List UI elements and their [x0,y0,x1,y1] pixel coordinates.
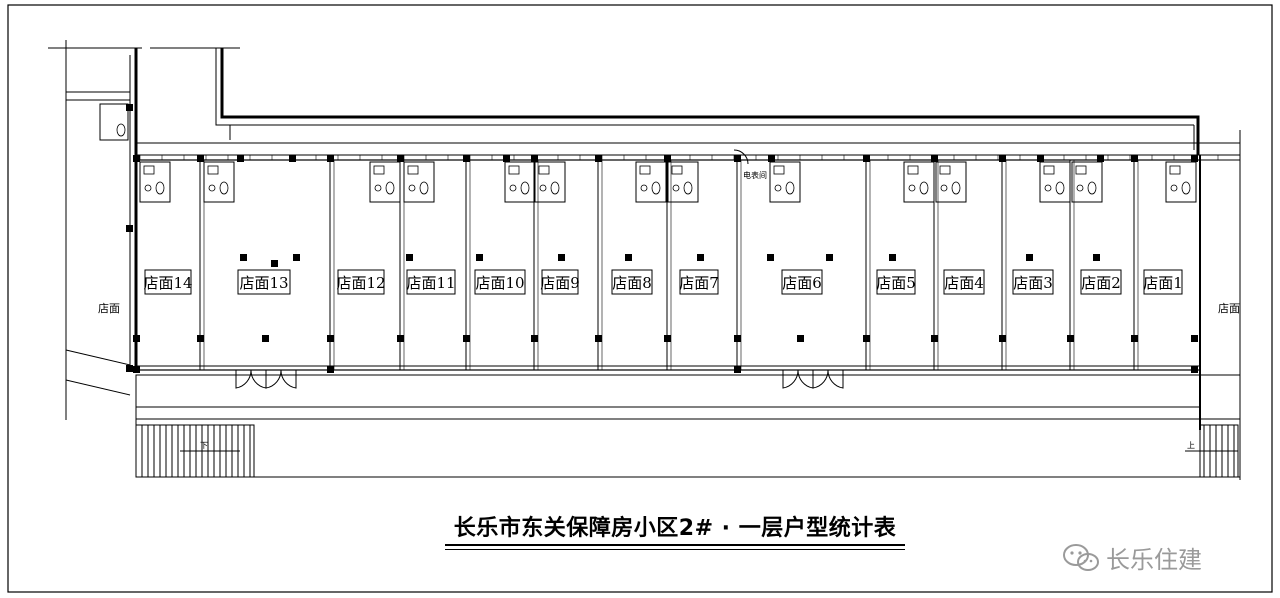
unit-name: 店面10 [475,274,524,292]
unit-name: 店面14 [143,274,192,292]
title-underline-thin [445,549,905,550]
stair-left [135,424,255,478]
title-underline [445,544,905,546]
unit-label-9: 店面6 [781,269,823,295]
unit-name: 店面6 [782,274,822,292]
unit-label-box [337,269,385,295]
unit-label-box [781,269,823,295]
top-wall [220,48,1200,155]
unit-label-box [611,269,653,295]
unit-label-box [943,269,985,295]
watermark-text: 长乐住建 [1106,546,1202,574]
unit-label-box [541,269,579,295]
unit-label-box [237,269,291,295]
wechat-watermark: 长乐住建 [1062,540,1202,575]
unit-label-4: 店面11 [406,269,456,295]
unit-label-11: 店面4 [943,269,985,295]
unit-label-2: 店面13 [237,269,291,295]
unit-label-13: 店面2 [1080,269,1122,295]
unit-label-14: 店面1 [1143,269,1183,295]
ground-strip [135,418,1241,478]
unit-label-box [144,269,192,295]
unit-name: 店面11 [406,274,455,292]
unit-label-6: 店面9 [540,269,580,295]
unit-label-7: 店面8 [611,269,653,295]
unit-label-box [1080,269,1122,295]
bathroom-fixtures [99,103,1197,203]
unit-label-box [876,269,916,295]
unit-label-5: 店面10 [474,269,526,295]
unit-labels: 店面14 店面13 店面12 店面11 店面10 店面9 店面8 店面7 店面6 店面5 店面4 店面… [143,269,1183,295]
stair-up-mark: 上 [1187,441,1195,450]
unit-label-box [474,269,526,295]
unit-name: 店面3 [1013,274,1053,292]
side-shop-left: 店面 [98,301,120,315]
unit-label-box [406,269,456,295]
unit-label-8: 店面7 [679,269,719,295]
unit-label-box [679,269,719,295]
drawing-frame [7,4,1273,593]
unit-label-box [1012,269,1054,295]
corridor [135,142,1241,156]
unit-name: 店面5 [876,274,916,292]
unit-label-box [1143,269,1183,295]
top-wall-inner [215,48,1194,126]
stair-right [1185,424,1239,478]
unit-label-1: 店面14 [143,269,193,295]
wechat-icon [1063,543,1099,571]
unit-label-12: 店面3 [1012,269,1054,295]
structural-columns [126,104,1198,373]
unit-label-10: 店面5 [876,269,916,295]
unit-name: 店面7 [679,274,719,292]
unit-name: 店面1 [1143,274,1183,292]
side-shop-right: 店面 [1218,301,1240,315]
unit-name: 店面8 [612,274,652,292]
drawing-title: 长乐市东关保障房小区2# · 一层户型统计表 [453,516,897,541]
unit-name: 店面12 [336,274,385,292]
entrance-doors [235,149,844,389]
unit-name: 店面4 [944,274,984,292]
unit-name: 店面13 [239,274,288,292]
stair-down-mark: 下 [200,441,208,450]
unit-label-3: 店面12 [336,269,386,295]
unit-name: 店面9 [540,274,580,292]
unit-name: 店面2 [1081,274,1121,292]
meter-room-label: 电表间 [743,170,767,180]
